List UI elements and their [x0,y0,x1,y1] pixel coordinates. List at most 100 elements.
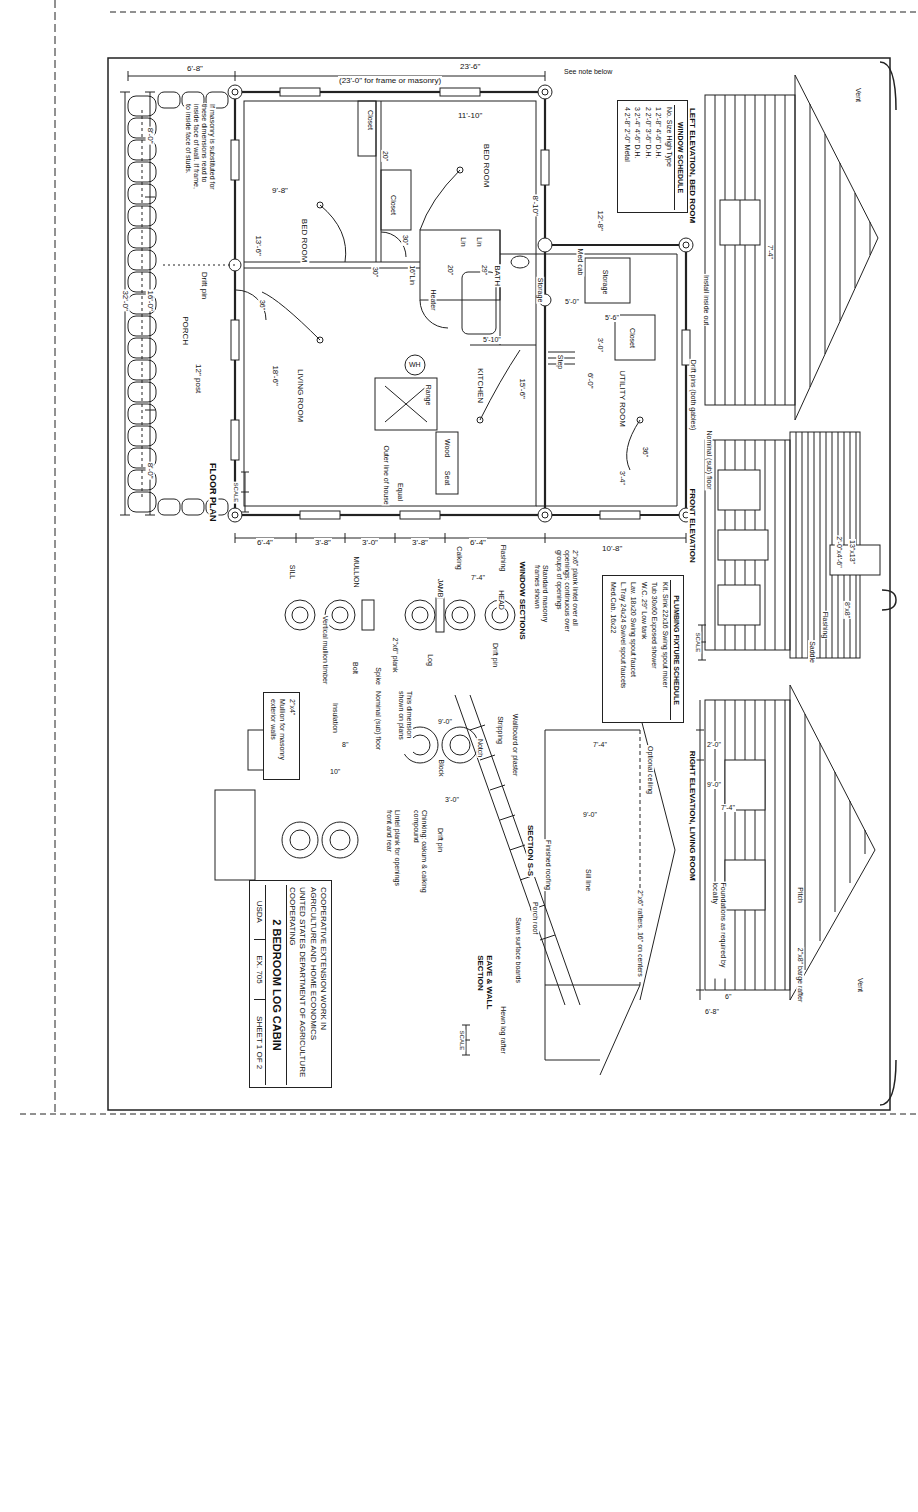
dimension-label: 5'-6" [604,314,620,322]
node-text: 3 2'-4" 4'-6" D.H. [632,105,642,210]
dimension-label: 3'-8" [314,538,332,547]
note-label: Nominal (sub) floor [704,429,712,490]
note-label: WH [408,361,422,369]
node-text: UNITED STATES DEPARTMENT OF AGRICULTURE … [287,885,308,1085]
node-heading: 2"x4" [287,697,297,777]
note-label: SCALE [458,1029,465,1051]
note-label: Install inside out [702,274,710,326]
note-label: Standard masonry frames shown [533,564,549,646]
dimension-label: 8'-0" [145,126,154,144]
title-block: COOPERATIVE EXTENSION WORK IN AGRICULTUR… [249,880,332,1088]
dimension-label: 7'-4" [766,244,774,260]
dimension-label: 7'-4" [470,574,486,582]
note-label: KITCHEN [475,367,484,404]
note-label: BED ROOM [482,142,491,188]
dimension-label: 2"x8" barge rafter [796,947,804,1003]
dimension-label: 23'-6" [459,62,481,71]
dimension-label: 8'-0" [145,461,154,479]
title-cell: SHEET 1 OF 2 [254,999,266,1085]
note-label: This dimension shown on plans [397,690,413,754]
note-label: Foundations as required by locality [710,882,726,979]
view-title: LEFT ELEVATION, BED ROOM [688,106,697,223]
note-label: Vertical mullion timber [321,615,329,685]
note-label: Flashing [499,544,507,572]
view-title: FRONT ELEVATION [688,487,697,563]
note-label: UTILITY ROOM [617,369,626,428]
note-label: SCALE [232,481,239,503]
dimension-label: 6" [724,993,732,1001]
plumbing-schedule: PLUMBING FIXTURE SCHEDULEKit. Sink 22x16… [602,575,684,723]
note-label: Step [556,354,564,370]
dimension-label: 8" [341,741,349,749]
note-label: Stripping [496,715,504,745]
note-label: JAMB [436,578,444,599]
note-label: Calking [454,545,462,570]
node-text: Tub 30x60 Exposed shower [649,580,659,720]
note-label: Chinking: oakum & calking compound [412,809,428,901]
node-text: W.C. 29" Low tank [638,580,648,720]
dimension-label: 36" [258,299,266,311]
note-label: Notch [476,738,484,758]
node-text: Kit. Sink 22x16 Swing spout mixer [659,580,669,720]
dimension-label: 6'-8" [704,1008,720,1016]
note-label: See note below [563,68,613,76]
node-body: 2"x4"Mullion for masonry exterior walls [268,697,297,777]
node-text: 2 BEDROOM LOG CABIN [265,885,286,1085]
note-label: Lin [458,236,466,247]
note-label: Porch roof [531,901,539,935]
node-heading: WINDOW SCHEDULE [674,105,685,210]
dimension-label: 6'-0" [585,371,594,389]
dimension-label: 7'-4" [720,804,736,812]
node-text: No. Size High Type [663,105,673,210]
node-text: 1 2'-8" 4'-6" D.H. [653,105,663,210]
window-schedule: WINDOW SCHEDULENo. Size High Type1 2'-8"… [617,100,688,213]
dimension-label: 3'-0" [444,796,460,804]
note-label: Outer line of house [381,444,389,505]
note-label: Storage [536,277,544,304]
dimension-label: 9'-0" [706,781,722,789]
note-label: Drift pin [200,270,209,300]
note-label: Flashing [821,611,829,639]
dimension-label: 16"Lin [408,264,416,286]
dimension-label: 13'-6" [254,234,263,256]
dimension-label: 3'-4" [618,470,626,486]
dimension-label: 8'-10" [531,194,540,216]
note-label: BATH [492,264,501,287]
note-label: Heater [428,289,436,312]
dimension-label: 6'-8" [186,64,204,73]
dimension-label: 7'-4" [592,741,608,749]
note-label: Equal [396,482,404,502]
dimension-label: 30" [401,234,409,246]
dimension-label: 32'-0" [121,289,130,311]
dimension-label: 2"x6" plank lintel over all openings; co… [555,549,579,651]
node-text: Med.Cab. 16x22 [607,580,617,720]
note-label: Hewn log rafter [498,1005,506,1054]
note-label: SILL [288,564,296,580]
note-label: Drift pin [436,827,444,853]
note-label: PORCH [180,315,189,346]
dimension-label: 2'-0" [706,741,722,749]
dimension-label: 2"x6" plank [391,637,399,674]
dimension-label: 12'-8" [596,209,605,231]
node-text: 2 2'-0" 3'-6" D.H. [642,105,652,210]
note-label: Med cab [576,248,584,277]
view-title: WINDOW SECTIONS [518,560,527,640]
dimension-label: 29" [480,264,488,276]
dimension-label: (23'-0" for frame or masonry) [338,76,442,85]
dimension-label: 11'-10" [457,111,483,120]
title-cell: USDA [254,885,266,939]
note-label: Sawn surface boards [514,916,522,984]
dimension-label: 2"x6" rafters, 16" on centers [636,889,644,981]
note-label: HEAD [496,589,504,610]
dimension-label: 2'-0"x4'-6" [834,535,842,568]
dimension-label: 12" post [193,363,202,394]
node-heading: COOPERATIVE EXTENSION WORK IN AGRICULTUR… [308,885,329,1085]
note-label: Lin [474,236,482,247]
note-label: Vent [856,977,864,993]
view-title: EAVE & WALL SECTION [476,954,494,1026]
dimension-label: 3'-8" [411,538,429,547]
note-label: Spike [374,666,382,686]
note-label: Vent [854,87,862,103]
note-label: Lintel plank for openings front and rear [385,809,401,901]
